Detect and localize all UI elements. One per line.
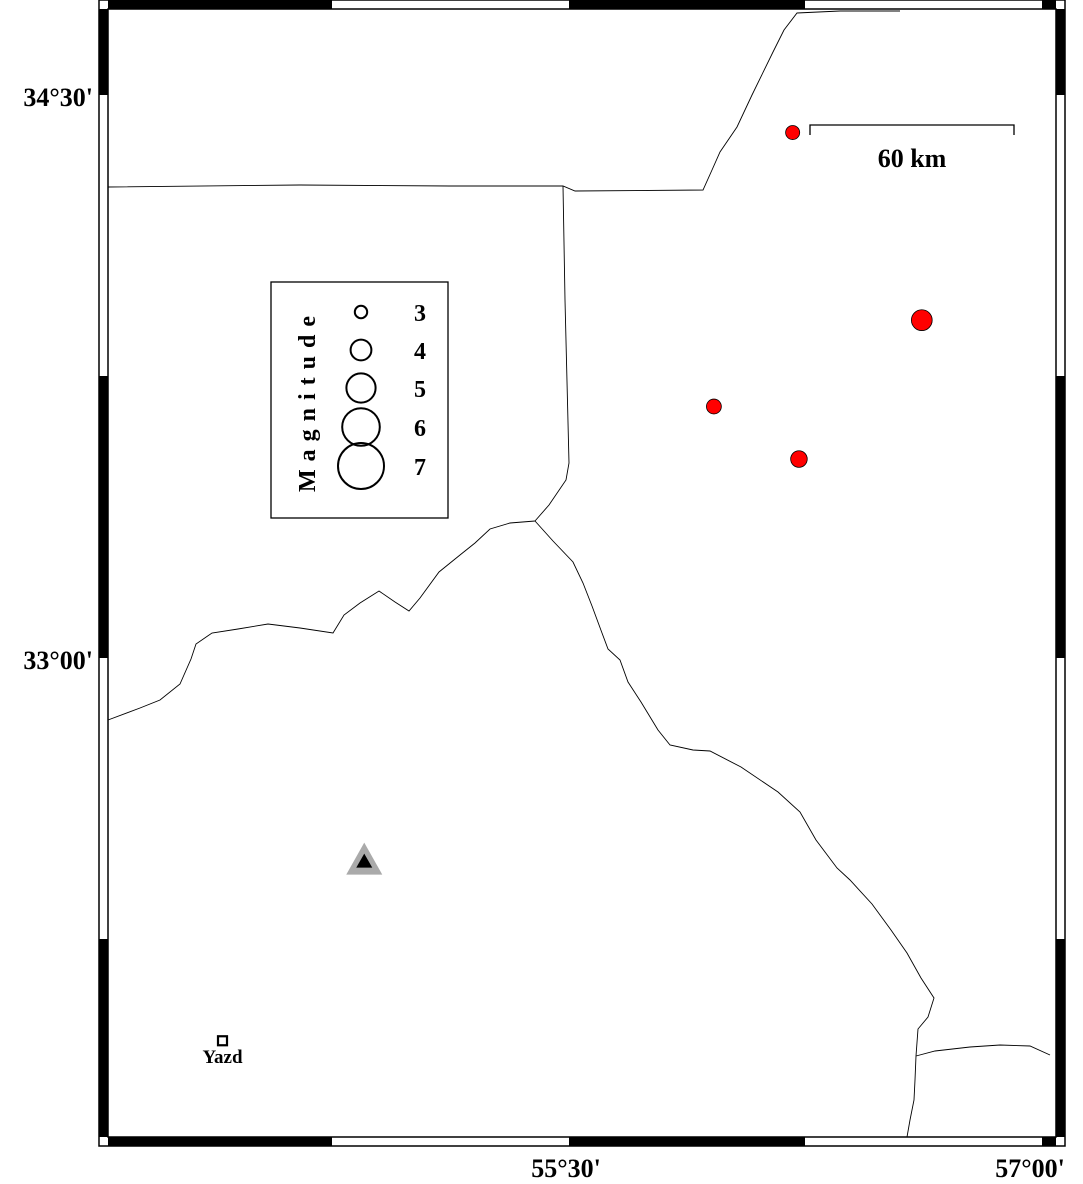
city-marker-group: Yazd: [202, 1035, 243, 1068]
lon-label-55-30: 55°30': [531, 1154, 601, 1183]
lat-label-34-30: 34°30': [23, 83, 93, 112]
lon-labels: 55°30' 57°00': [531, 1154, 1065, 1183]
lon-label-57-00: 57°00': [995, 1154, 1065, 1183]
earthquake-event-2: [910, 309, 933, 331]
legend-circle-7: [337, 442, 385, 490]
legend-circle-6: [341, 407, 381, 447]
legend-circle-3: [353, 304, 369, 320]
scale-bar-label: 60 km: [878, 144, 947, 173]
city-square-icon: [216, 1035, 229, 1047]
province-borders: [107, 10, 1051, 1138]
magnitude-legend: Magnitude 3 4 5 6 7: [270, 281, 449, 519]
legend-label-4: 4: [414, 339, 426, 365]
earthquake-event-4: [790, 450, 808, 468]
legend-entries: 3 4 5 6 7: [337, 301, 426, 490]
city-label-yazd: Yazd: [202, 1047, 243, 1068]
legend-label-6: 6: [414, 416, 426, 442]
legend-label-7: 7: [414, 455, 426, 481]
legend-title: Magnitude: [295, 308, 321, 492]
station-triangle-inner-icon: [356, 853, 373, 868]
lat-label-33-00: 33°00': [23, 646, 93, 675]
seismic-station: [346, 842, 383, 875]
legend-circle-5: [345, 372, 377, 404]
legend-label-5: 5: [414, 377, 426, 403]
legend-label-3: 3: [414, 301, 426, 327]
earthquake-events: [706, 125, 933, 468]
earthquake-event-3: [706, 398, 722, 415]
lat-labels: 34°30' 33°00': [23, 83, 93, 675]
legend-circle-4: [349, 338, 373, 362]
scale-bar: 60 km: [809, 124, 1015, 173]
earthquake-event-1: [785, 125, 801, 140]
